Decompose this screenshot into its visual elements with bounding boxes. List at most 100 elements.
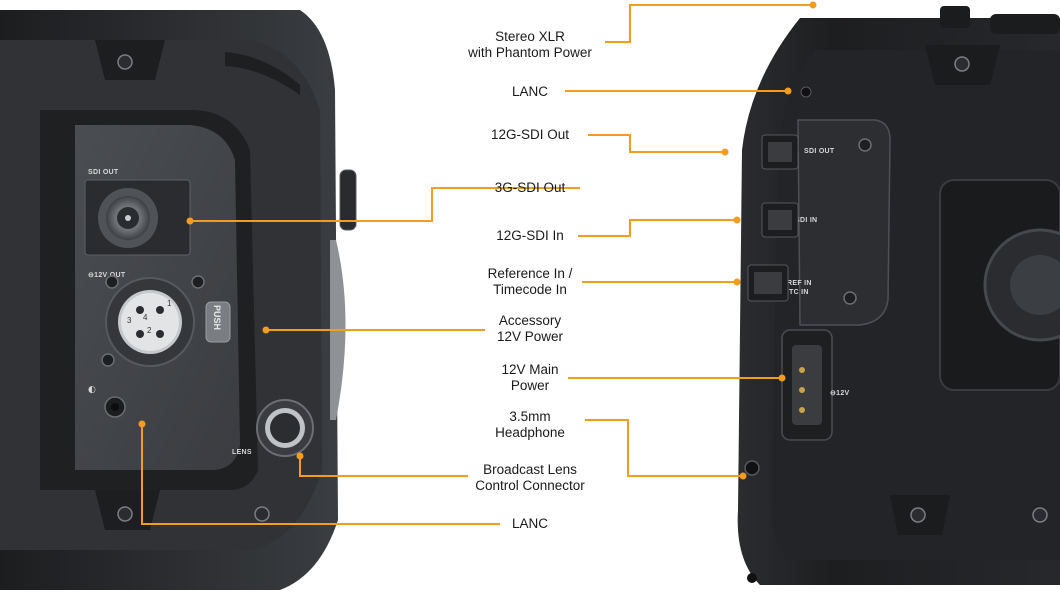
callout-line: 12G-SDI Out — [490, 127, 570, 142]
callout-reference-in: Reference In / Timecode In — [445, 266, 615, 298]
xlr-pin-hole — [136, 330, 144, 338]
callout-line: 3G-SDI Out — [494, 180, 566, 195]
left-sdi-out-label: SDI OUT — [88, 169, 119, 176]
screw — [117, 54, 133, 70]
left-camera: SDI OUT ⊖12V OUT 1 2 3 4 PUSH ◐ LENS — [0, 10, 357, 590]
right-sdi-in-label: SDI IN — [795, 217, 817, 224]
leader-dot — [778, 374, 786, 382]
callout-line: Power — [510, 378, 550, 393]
leader-3g-sdi-out — [190, 187, 580, 222]
callout-line: Stereo XLR — [495, 29, 565, 44]
leader-dot — [721, 148, 729, 156]
callout-line: Broadcast Lens — [483, 462, 577, 477]
callout-lanc-left: LANC — [445, 516, 615, 532]
headphone-icon: ◐ — [88, 385, 96, 395]
screw — [1032, 507, 1048, 523]
top-handle-mount — [990, 14, 1060, 34]
xlr-pin-hole — [136, 306, 144, 314]
callout-line: Accessory — [498, 313, 562, 328]
screw — [191, 275, 205, 289]
xlr-push-latch — [205, 301, 231, 343]
left-top-grip — [225, 52, 300, 95]
xlr-pin-label: 4 — [143, 313, 148, 322]
right-tc-in-label: TC IN — [789, 289, 809, 296]
callout-line: Reference In / — [487, 266, 573, 281]
xlr-pin-label: 2 — [147, 326, 152, 335]
screw — [910, 507, 926, 523]
lens-label: LENS — [232, 449, 252, 456]
screw — [105, 275, 119, 289]
callout-line: LANC — [511, 516, 548, 531]
leader-dot — [186, 217, 194, 225]
screw — [117, 506, 133, 522]
leader-12g-sdi-in — [578, 219, 737, 237]
callout-12g-sdi-out: 12G-SDI Out — [445, 127, 615, 143]
callout-accessory-power: Accessory 12V Power — [445, 313, 615, 345]
xlr-pin-label: 3 — [127, 316, 132, 325]
callout-line: with Phantom Power — [468, 45, 592, 60]
right-sdi-out-label: SDI OUT — [804, 148, 835, 155]
power-pin — [799, 387, 805, 393]
callout-12g-sdi-in: 12G-SDI In — [445, 228, 615, 244]
xlr-pin-label: 1 — [167, 299, 172, 308]
mount-hub — [1010, 255, 1060, 315]
callout-line: 12G-SDI In — [496, 228, 564, 243]
callout-line: 3.5mm — [509, 409, 551, 424]
leader-dot — [138, 420, 146, 428]
leader-dots — [138, 1, 817, 480]
callout-lanc-right: LANC — [445, 84, 615, 100]
bnc-sleeve — [754, 272, 782, 294]
bnc-pin — [125, 215, 131, 221]
screw — [254, 506, 270, 522]
xlr-face-inner — [121, 293, 179, 351]
callout-line: Control Connector — [475, 478, 585, 493]
bnc-sleeve — [768, 142, 792, 162]
xlr-power-face — [792, 345, 822, 425]
headphone-jack-hole — [111, 403, 119, 411]
leader-dot — [262, 326, 270, 334]
callout-stereo-xlr: Stereo XLR with Phantom Power — [445, 29, 615, 61]
leader-headphone — [585, 419, 743, 477]
sdi-module — [797, 119, 891, 326]
screw — [101, 353, 115, 367]
screw — [858, 138, 872, 152]
leader-lines — [141, 4, 813, 525]
xlr-pin-hole — [156, 306, 164, 314]
callout-line: Headphone — [495, 425, 565, 440]
power-pin — [799, 367, 805, 373]
power-pin — [799, 407, 805, 413]
side-knob — [339, 169, 357, 231]
leader-dot — [733, 216, 741, 224]
leader-12g-sdi-out — [588, 134, 725, 153]
callout-line: 12V Power — [496, 329, 564, 344]
leader-dot — [733, 278, 741, 286]
xlr-pin-hole — [156, 330, 164, 338]
callout-3g-sdi-out: 3G-SDI Out — [445, 180, 615, 196]
top-latch — [940, 6, 970, 28]
leader-lanc-left — [141, 424, 500, 525]
leader-dot — [739, 472, 747, 480]
push-label: PUSH — [212, 305, 222, 330]
leader-broadcast-lens — [299, 456, 468, 477]
callout-line: Timecode In — [493, 282, 567, 297]
callout-main-power: 12V Main Power — [445, 362, 615, 394]
right-headphone-jack — [744, 460, 760, 476]
leader-dot — [809, 1, 817, 9]
left-12v-out-label: ⊖12V OUT — [88, 272, 126, 279]
leader-stereo-xlr — [605, 4, 813, 43]
right-12v-label: ⊖12V — [830, 390, 850, 397]
right-lanc-port — [800, 86, 812, 98]
right-camera: SDI OUT SDI IN REF IN TC IN ⊖12V — [737, 6, 1060, 585]
bnc-sleeve — [768, 210, 792, 230]
right-ref-in-label: REF IN — [787, 280, 812, 287]
screw — [954, 56, 970, 72]
callout-headphone: 3.5mm Headphone — [445, 409, 615, 441]
screw — [843, 291, 857, 305]
lens-connector-pins — [270, 413, 300, 443]
bottom-port — [747, 573, 757, 583]
callout-line: LANC — [511, 84, 548, 99]
leader-dot — [296, 452, 304, 460]
leader-dot — [784, 87, 792, 95]
